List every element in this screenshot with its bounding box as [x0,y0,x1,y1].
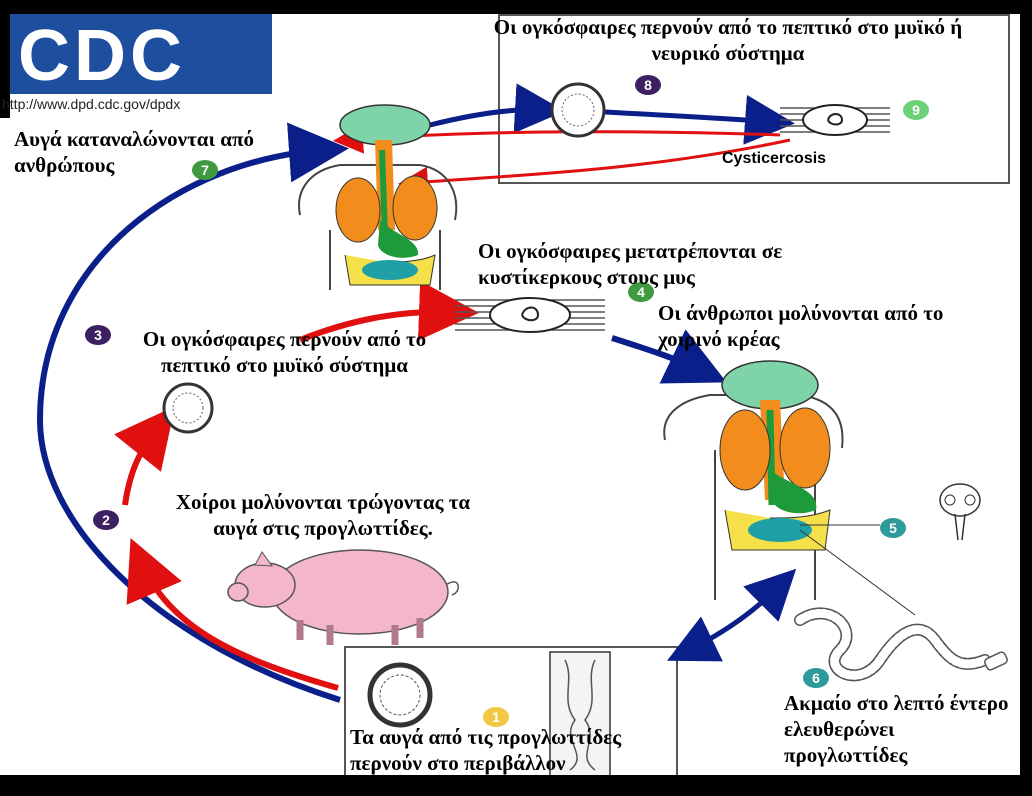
blue-arrow-muscle-to-human [611,329,727,384]
step-badge-6: 6 [803,668,829,688]
label-pigs-infected: Χοίροι μολύνονται τρώγοντας τα αυγά στις… [175,490,471,540]
label-oncospheres-muscle-nerve: Οι ογκόσφαιρες περνούν από το πεπτικό στ… [493,15,963,65]
label-oncospheres-muscle: Οι ογκόσφαιρες περνούν από το πεπτικό στ… [142,327,427,377]
scolex-figure [939,483,981,541]
oncosphere-left [162,382,214,434]
step-badge-8: 8 [635,75,661,95]
red-arrow-pig-to-oncosphere [114,406,175,506]
right-black-strip [1020,14,1032,776]
label-cysticercosis: Cysticercosis [722,150,827,167]
oncosphere-top [550,82,606,138]
step-badge-1: 1 [483,707,509,727]
step-badge-5: 5 [880,518,906,538]
blue-arrow-human-to-oncosphere8 [429,83,565,134]
red-arrow-oncosphere-to-muscle [298,280,479,343]
blue-arrow-eggs-to-human [36,122,349,703]
label-eggs-consumed: Αυγά καταναλώνονται από ανθρώπους [14,127,254,177]
proglottid-figure [549,651,611,777]
blue-arrow-human-to-eggs [667,568,797,662]
label-humans-infected-pork: Οι άνθρωποι μολύνονται από το χοιρινό κρ… [658,301,944,351]
egg-figure [367,662,433,728]
top-black-bar [0,0,1032,14]
cdc-url: http://www.dpd.cdc.gov/dpdx [2,96,181,112]
cysticercus-muscle [455,297,605,333]
label-oncospheres-to-cysticerci: Οι ογκόσφαιρες μετατρέπονται σε κυστίκερ… [478,239,783,289]
human-right-figure [663,360,916,616]
bottom-black-bar [0,775,1032,796]
left-black-strip [0,0,10,118]
pig-figure [227,549,459,645]
red-arrow-cyst-to-body [398,138,791,197]
step-badge-9: 9 [903,100,929,120]
step-badge-2: 2 [93,510,119,530]
red-arrow-eggs-to-pig [126,537,339,691]
label-eggs-environment: Τα αυγά από τις προγλωττίδες περνούν στο… [350,725,622,775]
cdc-logo-text: CDC [18,16,186,96]
label-adult-releases: Ακμαίο στο λεπτό έντερο ελευθερώνει προγ… [784,691,1009,767]
blue-arrow-oncosphere-to-cyst [604,94,795,145]
cysticercus-top [780,104,890,136]
human-top-figure [298,104,458,290]
cdc-tagline: SAFER·HEALTHIER·PEOPLE™ [10,84,152,93]
step-badge-4: 4 [628,282,654,302]
adult-worm-figure [794,607,1008,682]
step-badge-7: 7 [192,160,218,180]
step-badge-3: 3 [85,325,111,345]
cdc-logo: CDC [10,14,272,96]
